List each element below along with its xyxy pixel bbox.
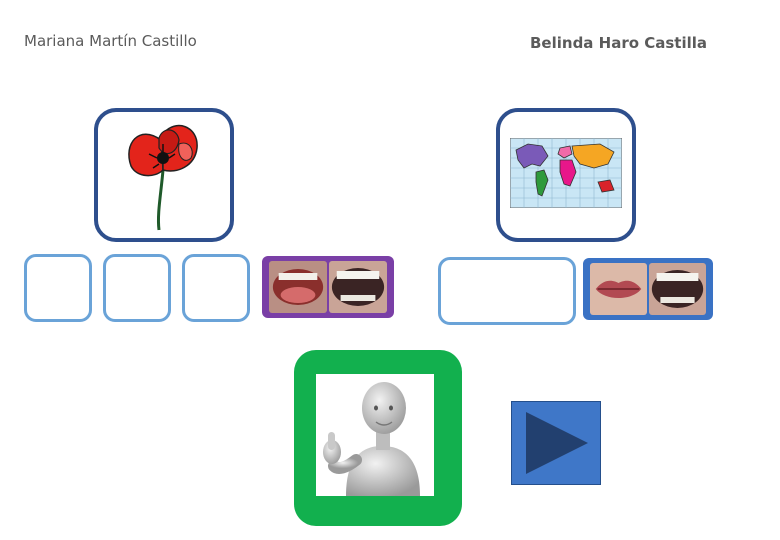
thumbs-up-person-icon: [316, 374, 434, 496]
letter-slot-1[interactable]: [24, 254, 92, 322]
syllable-slot[interactable]: [438, 257, 576, 325]
mouth-open-e-icon-2: [649, 263, 706, 315]
mouth-lips-icon: [590, 263, 647, 315]
world-map-icon: [509, 137, 623, 212]
poppy-flower-icon: [119, 114, 209, 236]
author-right: Belinda Haro Castilla: [530, 34, 708, 52]
author-left: Mariana Martín Castillo: [24, 32, 197, 50]
mouth-strip-left[interactable]: [262, 256, 394, 318]
mouth-open-a-icon: [269, 261, 327, 313]
letter-slot-3[interactable]: [182, 254, 250, 322]
letter-slot-2[interactable]: [103, 254, 171, 322]
mouth-open-e-icon: [329, 261, 387, 313]
poppy-card[interactable]: [94, 108, 234, 242]
mouth-strip-right[interactable]: [583, 258, 713, 320]
play-button[interactable]: [511, 401, 601, 485]
play-arrow-icon: [512, 412, 600, 488]
answer-card[interactable]: [294, 350, 462, 526]
world-map-card[interactable]: [496, 108, 636, 242]
